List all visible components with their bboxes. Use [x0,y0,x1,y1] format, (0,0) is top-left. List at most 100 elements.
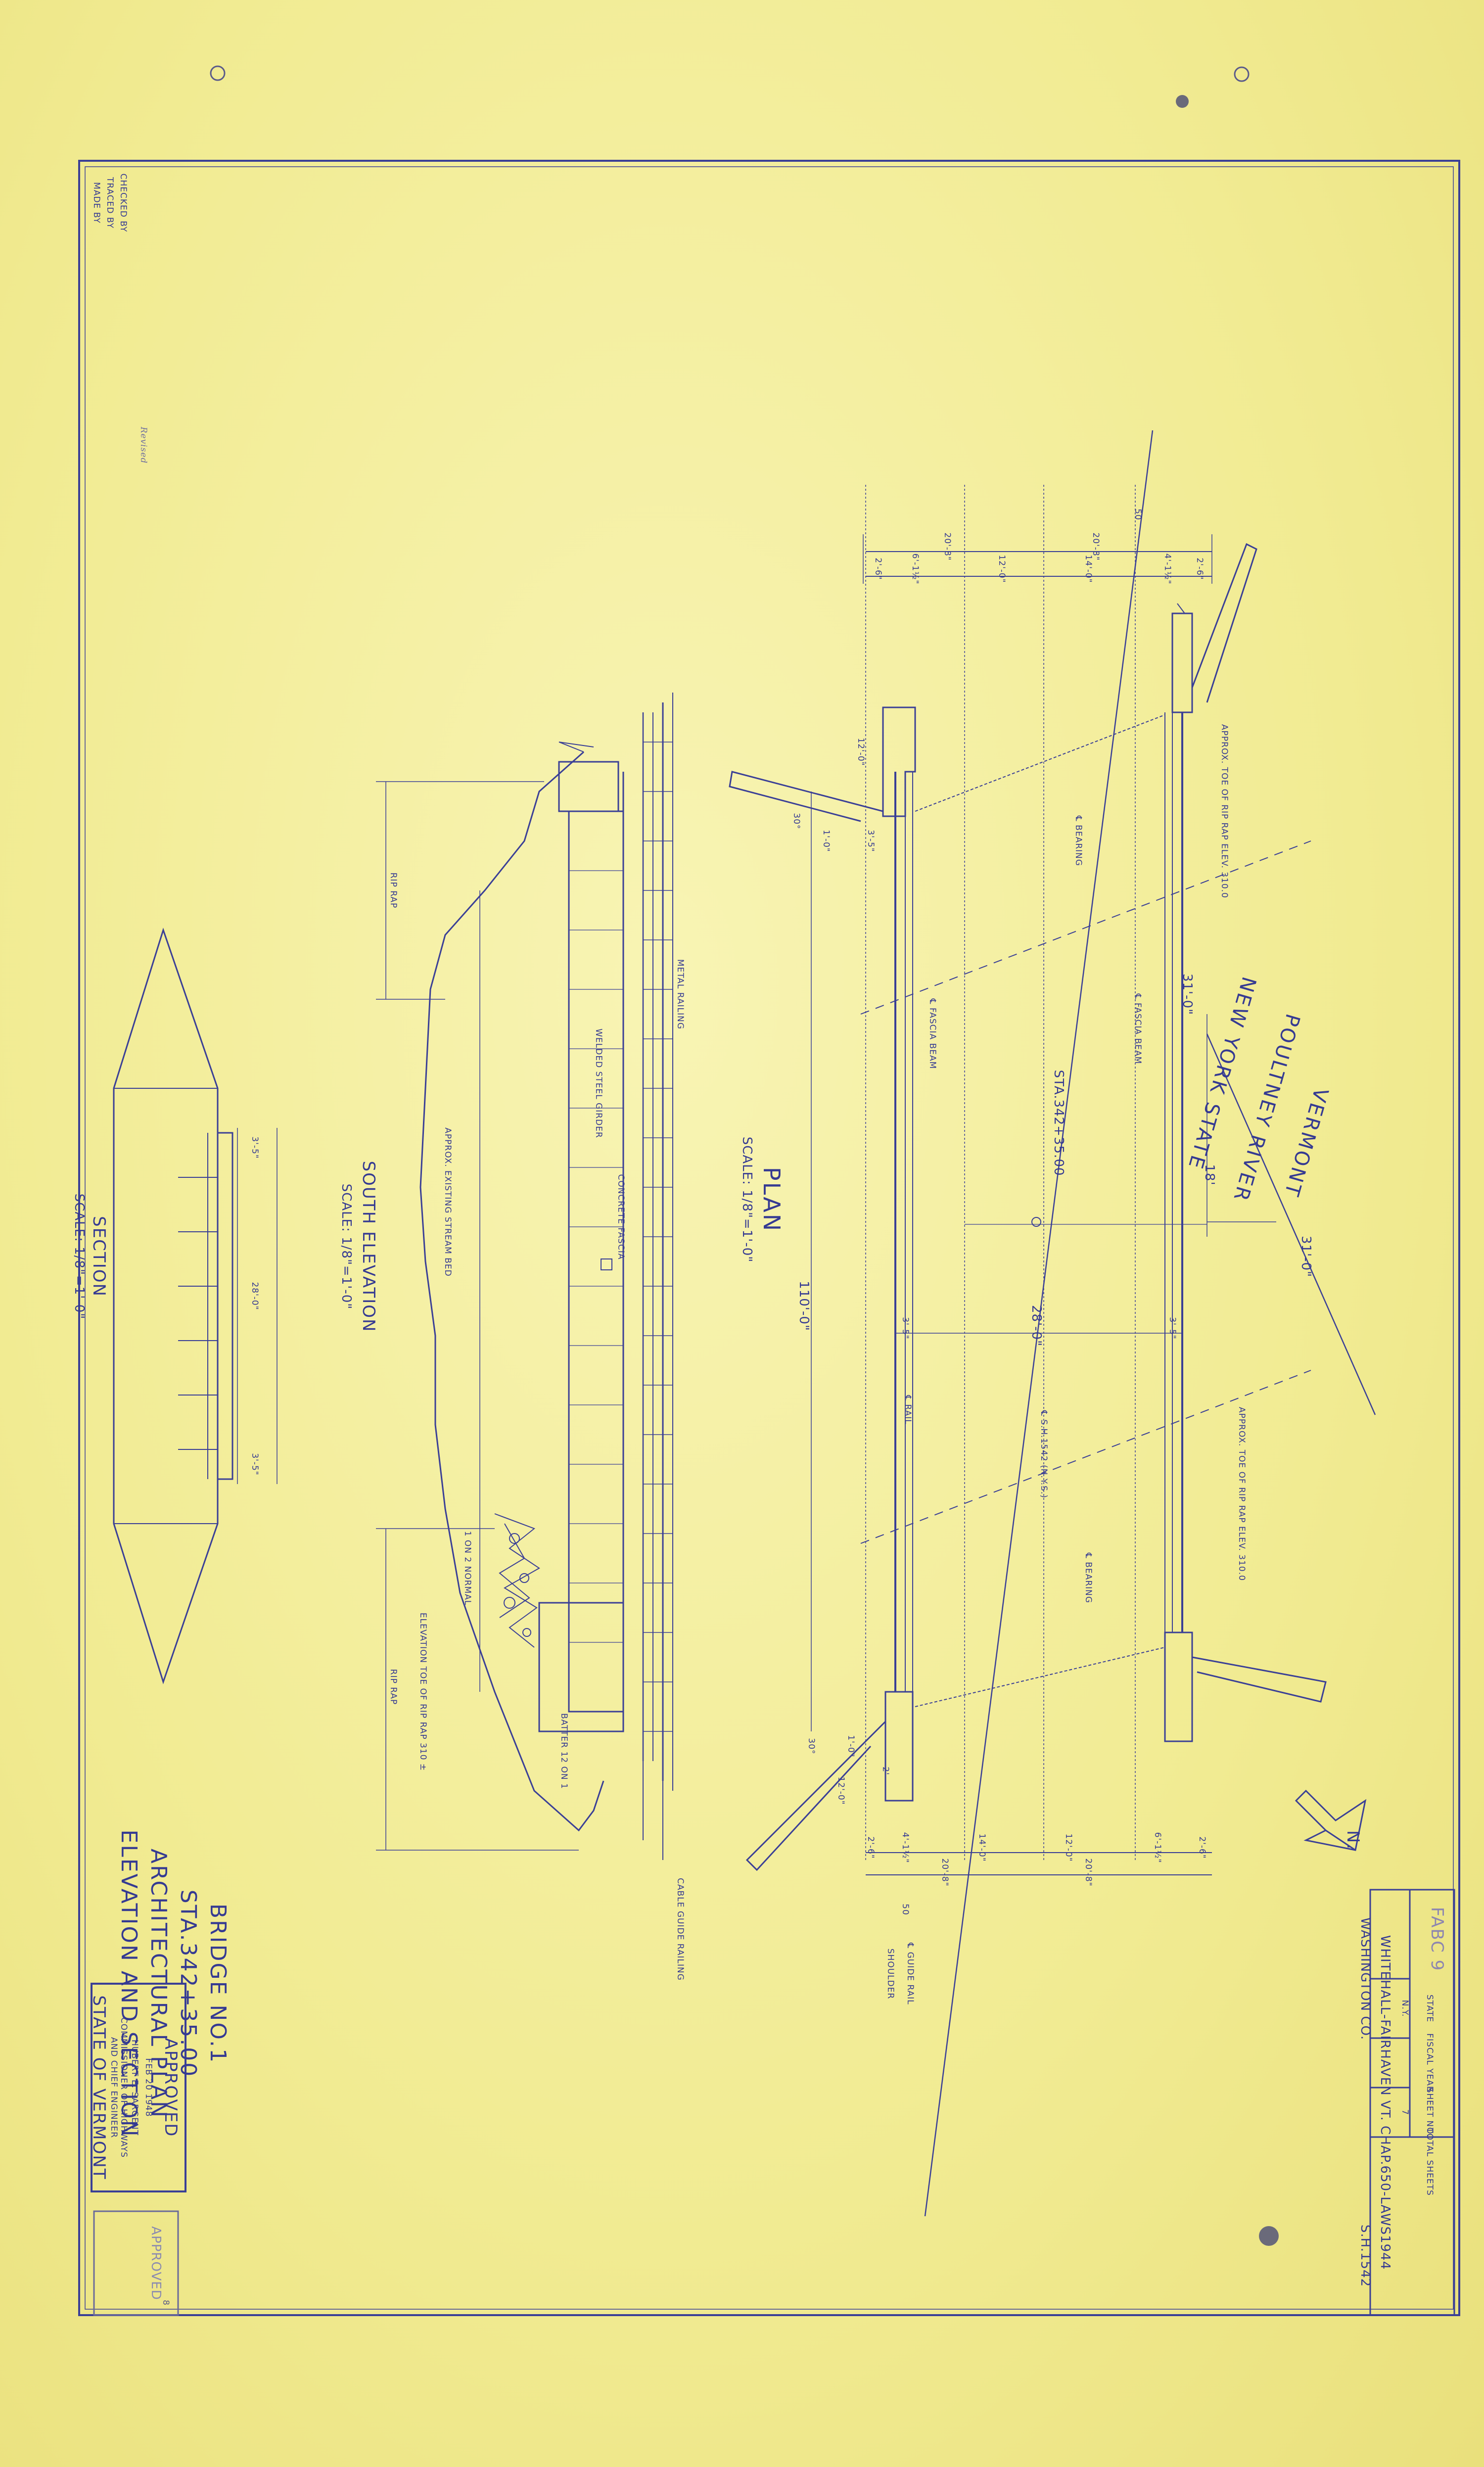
plan-dim-top-detail-6: 2'-6" [1195,558,1205,580]
tb-line2: WASHINGTON CO. [1358,1917,1373,2041]
approval-stamp2-frame [93,2210,179,2316]
sheet-border [78,160,1460,2316]
plan-bearing-bottom: ℄ BEARING [1083,1552,1093,1604]
plan-dim-12-bottom: 12'-0" [836,1776,846,1805]
plan-abutment-top-right [1171,612,1193,713]
section-outline [113,928,219,1684]
normal-slope-label: 1 ON 2 NORMAL [463,1531,472,1606]
plan-dim-top-detail-5: 4'-1½" [1162,553,1172,585]
elevation-title: SOUTH ELEVATION [359,1161,378,1333]
north-arrow [1295,1789,1367,1851]
plan-bearing-top: ℄ BEARING [1073,815,1083,867]
plan-title: PLAN [758,1166,785,1233]
tb-header-total: TOTAL SHEETS [1425,2128,1435,2196]
plan-bearing-top [915,714,1165,812]
plan-dim-bottom-detail-2: 4'-1½" [900,1832,910,1863]
plan-shoulder: SHOULDER [885,1948,895,2000]
approval-stamp-frame [91,1983,186,2192]
approval-role2: AND CHIEF ENGINEER [109,2037,119,2139]
punch-hole [1176,95,1189,108]
plan-dim-bottom-2: 20'-8" [1083,1858,1093,1887]
made-by-label: MADE BY [92,182,101,224]
section-view [113,928,278,1684]
railing-posts [643,742,673,1732]
plan-dim-top-detail-3: 12'-0" [997,555,1007,583]
plan-riprap-top: APPROX. TOE OF RIP RAP ELEV. 310.0 [1219,724,1229,898]
abutment-left [558,761,619,812]
tb-header-fiscal: FISCAL YEAR [1425,2033,1435,2093]
section-dim-left: 3'-5" [250,1136,260,1159]
plan-baseline [924,430,1154,2217]
corner-mark: FABC 9 [1427,1907,1447,1972]
section-scale: SCALE: 1/8"=1'-0" [72,1193,87,1320]
bridge-title-line1: BRIDGE NO.1 [205,1903,231,2064]
section-dim-right: 3'-5" [250,1453,260,1476]
rip-rap-hatch [494,1513,540,1648]
plan-rail-label: ℄ RAIL [903,1395,913,1425]
plan-dim-bottom-detail-4: 12'-0" [1064,1833,1073,1862]
section-deck [217,1132,233,1480]
tb-line1: WHITEHALL-FAIRHAVEN VT. CHAP.650-LAWS194… [1378,1935,1392,2270]
punch-hole [1234,66,1250,82]
plan-dim-top-1: 20'-8" [942,532,952,561]
plan-bearing-bottom [915,1647,1165,1707]
plan-curb-left: 3'-5" [900,1317,910,1340]
approval-date: FEB 20 1948 [143,2058,153,2117]
metal-railing-label: METAL RAILING [675,959,685,1030]
plan-highway-label: ℄ S.H.1542 (N.Y.S.) [1039,1410,1049,1498]
plan-fascia-beam-right: ℄ FASCIA BEAM [1133,993,1143,1065]
punch-hole [1259,2226,1279,2246]
south-elevation [376,693,673,1860]
plan-dim-bottom-detail-6: 2'-6" [1197,1836,1207,1859]
approval-stamp2-num: 8 [161,2300,171,2306]
plan-angle-30-bottom: 30° [806,1738,816,1755]
north-label: N. [1343,1830,1363,1851]
plan-dim-50-bottom: 50 [900,1904,910,1915]
rip-rap-bottom-label: RIP RAP [388,1669,398,1705]
plan-dim-bottom-detail-1: 2'-6" [866,1836,876,1859]
plan-dim-12-top: 12'-0" [856,738,866,766]
pencil-revision-note: Revised [139,426,148,464]
plan-abutment-top-left [882,706,916,817]
plan-abutment-bottom-left [884,1691,914,1802]
state-line [1206,1033,1376,1415]
checked-by-label: CHECKED BY [118,173,128,233]
plan-scale: SCALE: 1/8"=1'-0" [740,1136,754,1263]
punch-hole [210,65,226,81]
cable-rail-label: CABLE GUIDE RAILING [675,1878,685,1981]
toe-elevation-label: ELEVATION TOE OF RIP RAP 310 ± [418,1612,428,1771]
plan-station: STA.342+35.00 [1051,1070,1066,1176]
plan-curb-right: 3'-5" [1167,1317,1177,1340]
plan-dim-2-bottom: 2' [881,1767,890,1775]
plan-roadway-dim: 28'-0" [1029,1304,1044,1347]
plan-skew-bottom: 31'-0" [1298,1235,1313,1278]
plan-dim-bottom-1: 20'-8" [940,1858,950,1887]
approval-state: STATE OF VERMONT [89,1995,109,2180]
plan-dim-top-detail-4: 14'-0" [1083,555,1093,583]
rip-rap-top-label: RIP RAP [388,872,398,909]
approval-stamp2: APPROVED [148,2226,163,2300]
plan-fascia-beam-left: ℄ FASCIA BEAM [928,998,937,1070]
tb-value-sheet: 7 [1400,2109,1410,2115]
plan-dim-top-detail-2: 6'-1½" [910,553,920,585]
plan-dim-top-detail-1: 2'-6" [873,558,883,580]
plan-dim-1-bottom: 1'-0" [846,1735,856,1758]
plan-riprap-bottom: APPROX. TOE OF RIP RAP ELEV. 310.0 [1237,1407,1247,1581]
plan-view [729,430,1376,2217]
plan-guide-rail: ℄ GUIDE RAIL [905,1943,915,2005]
section-dim-mid: 28'-0" [250,1282,260,1310]
approval-role1: COMMISSIONER OF HIGHWAYS [119,2017,129,2158]
plan-abutment-bottom-right [1164,1631,1193,1742]
abutment-right [538,1602,624,1732]
welded-girder-label: WELDED STEEL GIRDER [594,1028,603,1138]
plan-dim-1-top: 1'-0" [821,830,831,852]
plan-dim-3-5-top: 3'-5" [866,830,876,852]
plan-span-dim: 110'-0" [796,1281,811,1331]
stream-bed-label: APPROX. EXISTING STREAM BED [443,1127,453,1277]
plan-dim-50-top: 50 [1133,509,1143,520]
batter-label: BATTER 12 ON 1 [559,1713,569,1789]
approved-label: APPROVED [161,2038,181,2138]
plan-dim-bottom-detail-3: 14'-0" [977,1833,987,1862]
